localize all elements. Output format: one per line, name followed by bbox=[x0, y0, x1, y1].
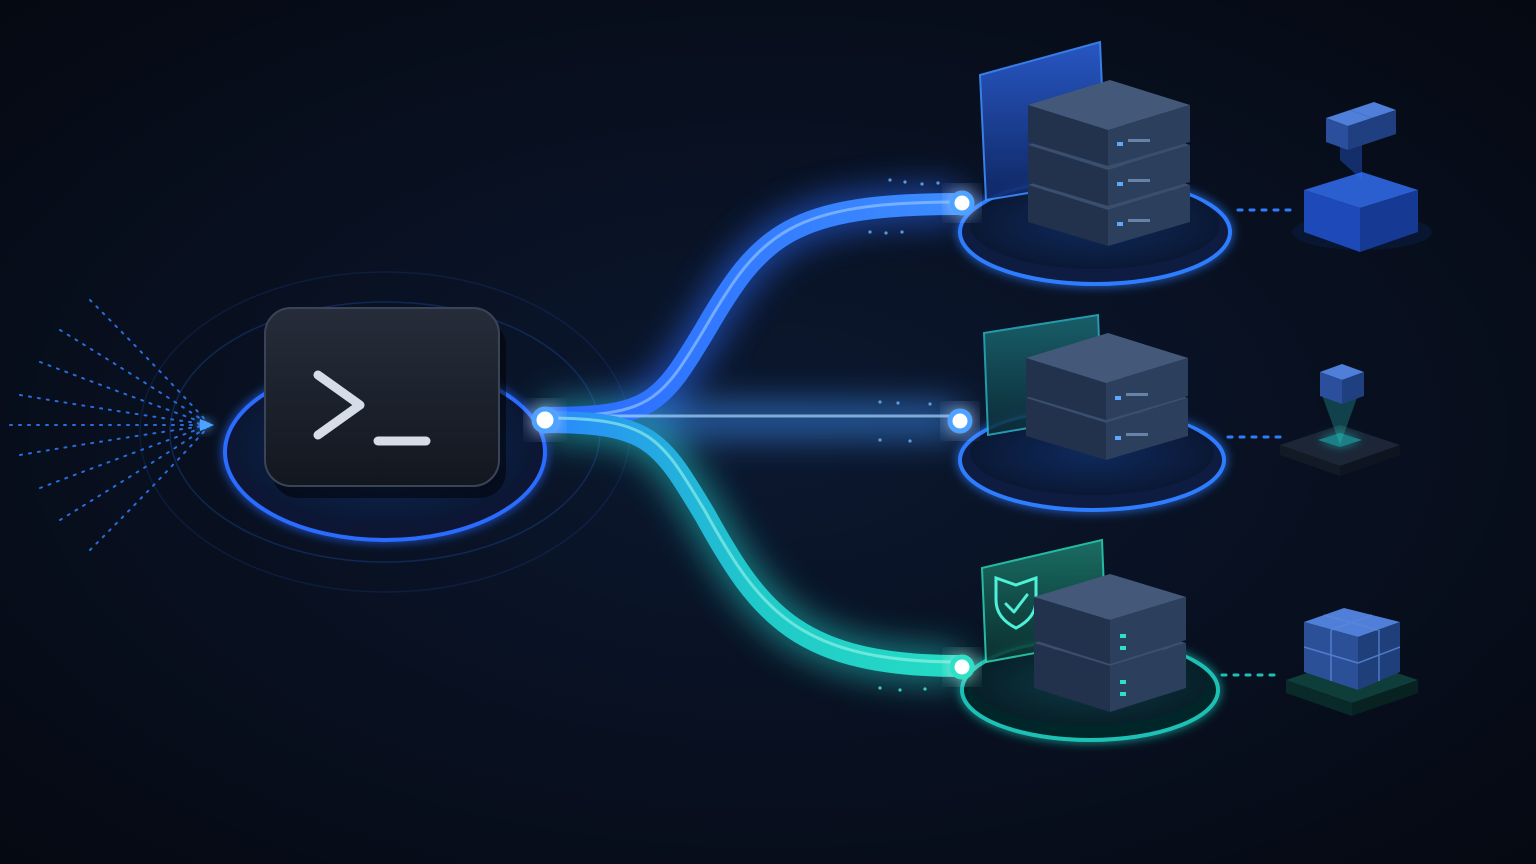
incoming-arrow bbox=[200, 419, 214, 431]
source-node bbox=[531, 406, 559, 434]
terminal-icon bbox=[264, 307, 506, 498]
node-middle bbox=[947, 408, 973, 434]
cube-on-platform-icon bbox=[1280, 364, 1400, 476]
server-stack-icon bbox=[1028, 80, 1190, 246]
target-middle bbox=[947, 313, 1400, 512]
server-stack-icon bbox=[1026, 333, 1188, 460]
server-stack-icon bbox=[1034, 574, 1186, 712]
node-top bbox=[949, 190, 975, 216]
incoming-signal-lines bbox=[9, 299, 211, 551]
cube-cluster-icon bbox=[1286, 608, 1418, 716]
node-bottom bbox=[949, 654, 975, 680]
pipe-sparkles bbox=[868, 178, 940, 692]
target-bottom bbox=[949, 538, 1418, 742]
target-top bbox=[949, 40, 1432, 286]
pipe-bottom bbox=[534, 411, 971, 677]
cube-into-box-icon bbox=[1292, 102, 1432, 252]
